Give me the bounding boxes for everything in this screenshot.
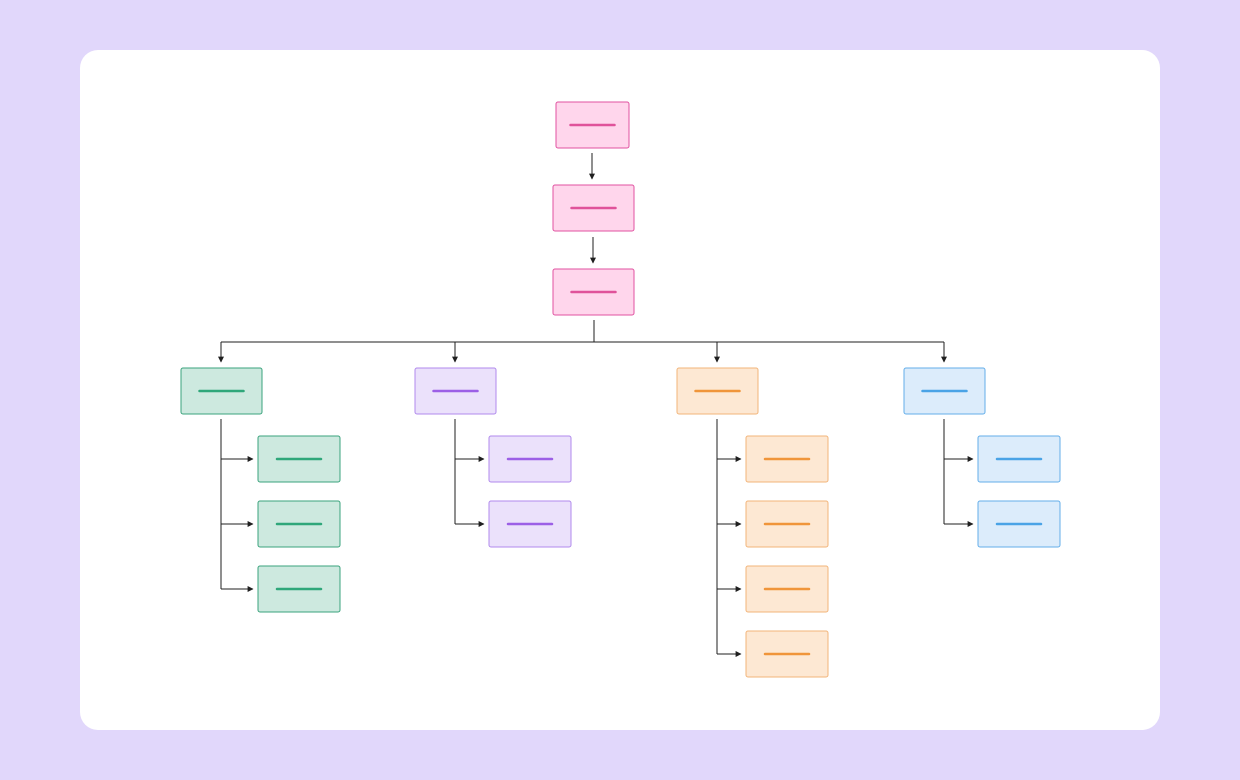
connector-layer <box>218 153 974 657</box>
branch-node-branch-orange[interactable] <box>676 367 759 415</box>
child-node-branch-orange-1[interactable] <box>745 435 829 483</box>
branch-node-branch-purple[interactable] <box>414 367 497 415</box>
chain-node-level-2[interactable] <box>552 184 635 232</box>
child-node-branch-orange-3[interactable] <box>745 565 829 613</box>
child-node-branch-orange-4[interactable] <box>745 630 829 678</box>
branch-node-branch-blue[interactable] <box>903 367 986 415</box>
chain-node-root[interactable] <box>555 101 630 149</box>
child-node-branch-green-3[interactable] <box>257 565 341 613</box>
child-node-branch-orange-2[interactable] <box>745 500 829 548</box>
child-node-branch-purple-2[interactable] <box>488 500 572 548</box>
child-node-branch-green-2[interactable] <box>257 500 341 548</box>
branch-node-branch-green[interactable] <box>180 367 263 415</box>
child-node-branch-purple-1[interactable] <box>488 435 572 483</box>
chain-node-level-3[interactable] <box>552 268 635 316</box>
child-node-branch-blue-1[interactable] <box>977 435 1061 483</box>
child-node-branch-green-1[interactable] <box>257 435 341 483</box>
node-layer <box>180 101 1061 678</box>
child-node-branch-blue-2[interactable] <box>977 500 1061 548</box>
